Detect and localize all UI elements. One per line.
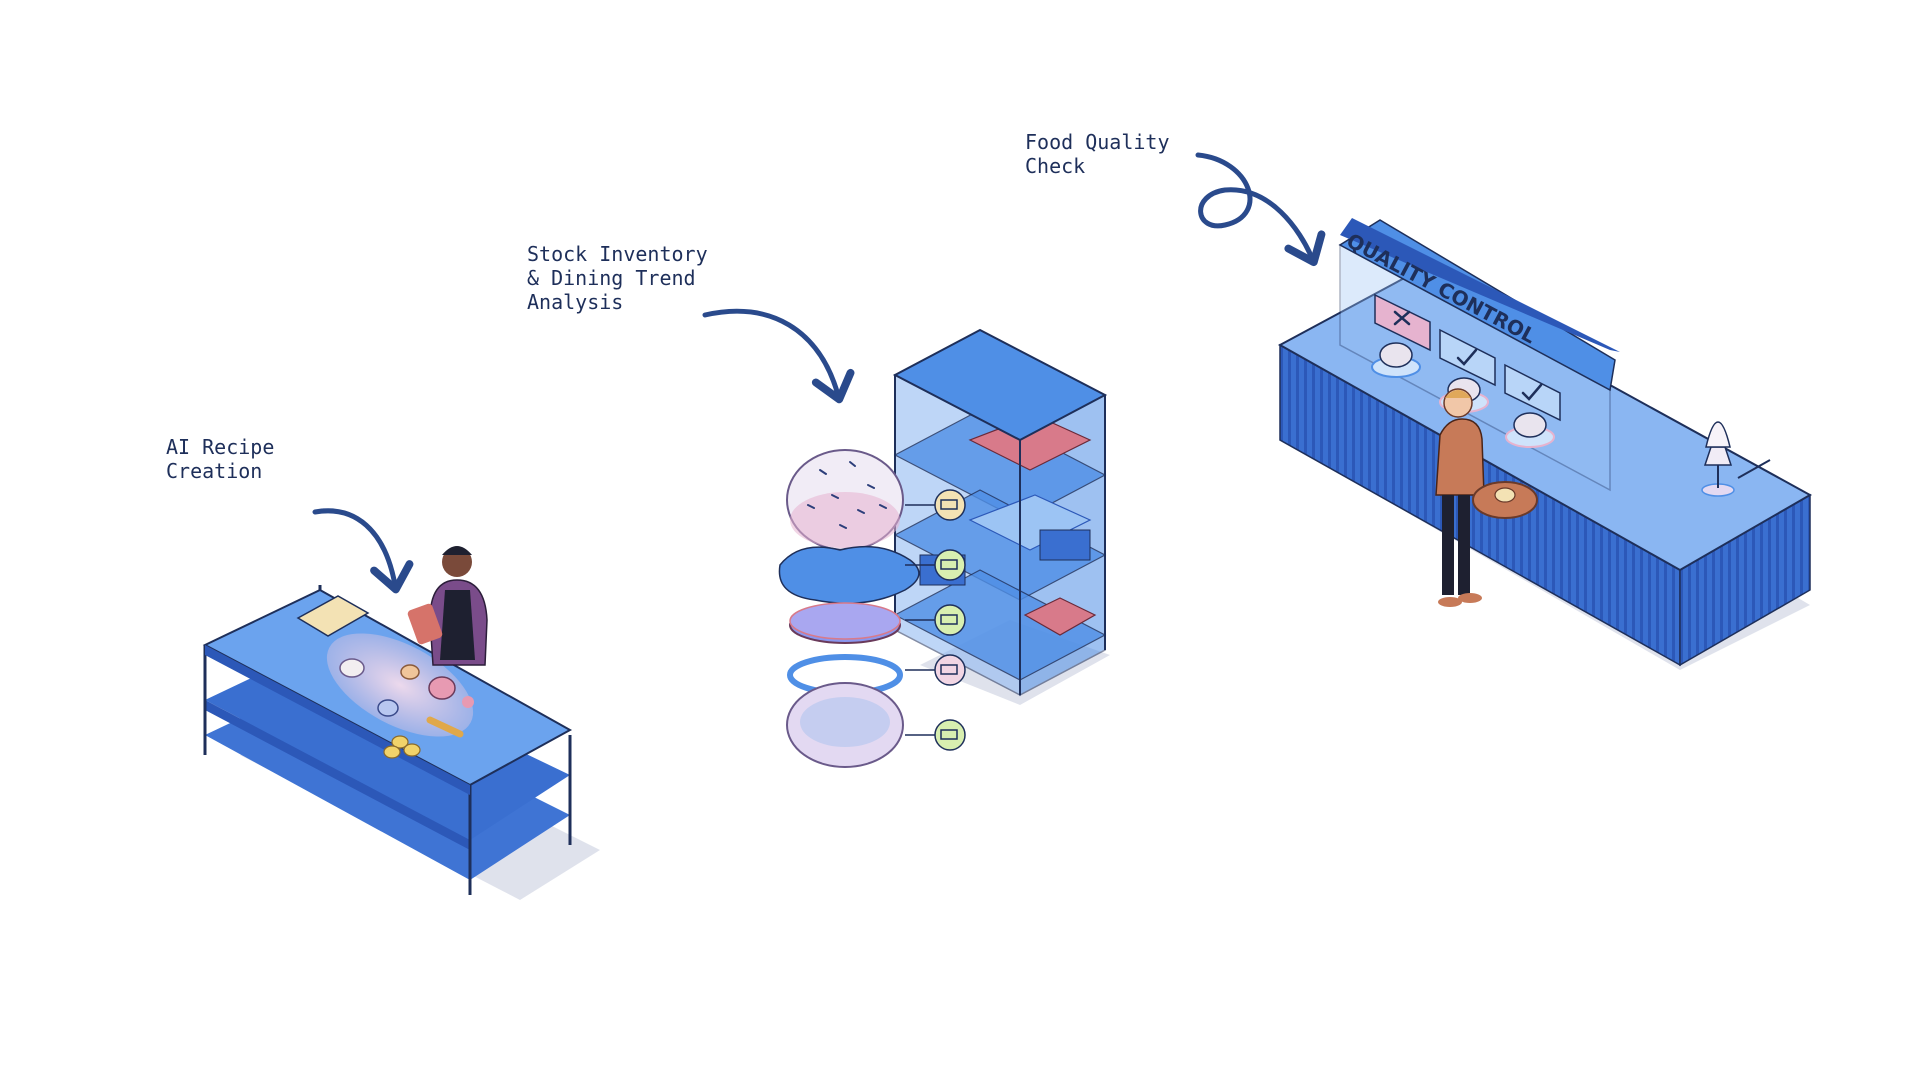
- exploded-burger: [778, 449, 920, 768]
- battery-icons: [940, 499, 958, 740]
- quality-counter: QUALITY CONTROL: [1277, 218, 1813, 670]
- caption-stock-inventory: Stock Inventory & Dining Trend Analysis: [527, 242, 708, 314]
- caption-ai-recipe-creation: AI Recipe Creation: [166, 435, 275, 483]
- verdict-cards: [1374, 293, 1561, 422]
- arrow-recipe: [312, 508, 414, 594]
- sundae-glass: [1701, 421, 1771, 497]
- inventory-status-tags: [905, 489, 966, 751]
- caption-food-quality-check: Food Quality Check: [1025, 130, 1170, 178]
- arrow-inventory: [702, 308, 855, 404]
- chef-figure: [407, 546, 488, 666]
- server-figure: [1435, 388, 1538, 607]
- arrow-quality: [1195, 152, 1326, 267]
- verdict-marks: [1393, 310, 1543, 401]
- inventory-shelf: [892, 328, 1110, 705]
- recipe-table: [202, 546, 600, 900]
